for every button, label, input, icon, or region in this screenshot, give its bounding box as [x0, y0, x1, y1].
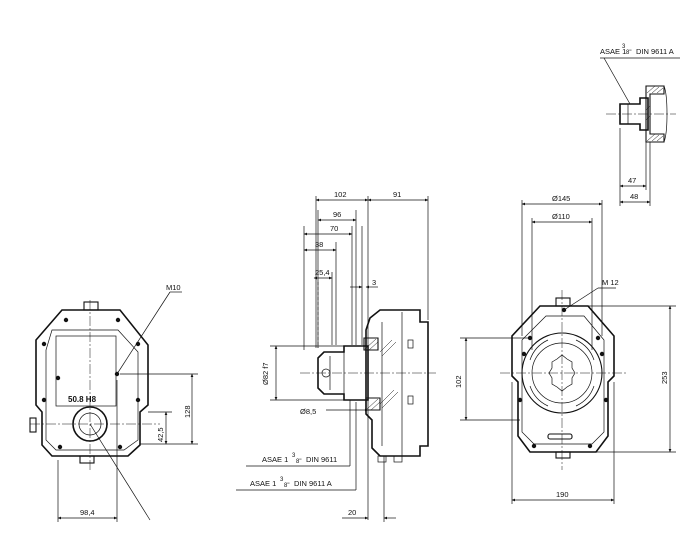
detail-shaft: [619, 97, 649, 131]
m12-label: M 12: [602, 278, 619, 287]
dim-82-f7: Ø82 f7: [261, 362, 270, 385]
dim-91: 91: [393, 190, 401, 199]
svg-text:3: 3: [622, 44, 626, 50]
front-housing-outline: [511, 305, 615, 453]
svg-text:3: 3: [280, 477, 284, 483]
din-label-b: DIN 9611: [306, 455, 337, 464]
detail-view: ASAE 1 3 8" DIN 9611 A 47 48: [600, 44, 680, 206]
rear-cover-plate: [55, 335, 117, 407]
dim-253: 253: [660, 371, 669, 384]
svg-text:8": 8": [296, 459, 301, 465]
dim-96: 96: [333, 210, 341, 219]
dim-8-5: Ø8,5: [300, 407, 316, 416]
side-housing-outline: [365, 309, 429, 457]
bore-fit-label: 50.8 H8: [68, 395, 97, 404]
side-view: 102 91 96 70 38 25,4 3 Ø82 f7 Ø8,5 ASAE …: [236, 190, 436, 522]
m10-label: M10: [166, 283, 181, 292]
rear-view: M10 50.8 H8 98,4 128 42,5: [29, 283, 198, 522]
front-view: Ø145 Ø110 M 12 102 253 190: [454, 194, 676, 504]
dim-145: Ø145: [552, 194, 570, 203]
dim-128: 128: [183, 405, 192, 418]
dim-190: 190: [556, 490, 569, 499]
spline-bore: [548, 354, 576, 392]
dim-110: Ø110: [552, 212, 570, 221]
dim-70: 70: [330, 224, 338, 233]
svg-text:3: 3: [292, 453, 296, 459]
din-a-label-c: DIN 9611 A: [294, 479, 332, 488]
dim-102-top: 102: [334, 190, 347, 199]
asae-label-c: ASAE 1: [250, 479, 276, 488]
asae-label-a: ASAE 1: [600, 47, 626, 56]
dim-47: 47: [628, 176, 636, 185]
dim-25-4: 25,4: [315, 268, 330, 277]
dim-3: 3: [372, 278, 376, 287]
svg-text:8": 8": [284, 483, 289, 489]
dim-20: 20: [348, 508, 356, 517]
rear-housing-outline: [35, 309, 149, 457]
dim-48: 48: [630, 192, 638, 201]
din-a-label-a: DIN 9611 A: [636, 47, 674, 56]
dim-98-4: 98,4: [80, 508, 95, 517]
dim-102-side: 102: [454, 375, 463, 388]
asae-label-b: ASAE 1: [262, 455, 288, 464]
dim-38: 38: [315, 240, 323, 249]
svg-text:8": 8": [626, 50, 631, 56]
dim-42-5: 42,5: [156, 427, 165, 442]
